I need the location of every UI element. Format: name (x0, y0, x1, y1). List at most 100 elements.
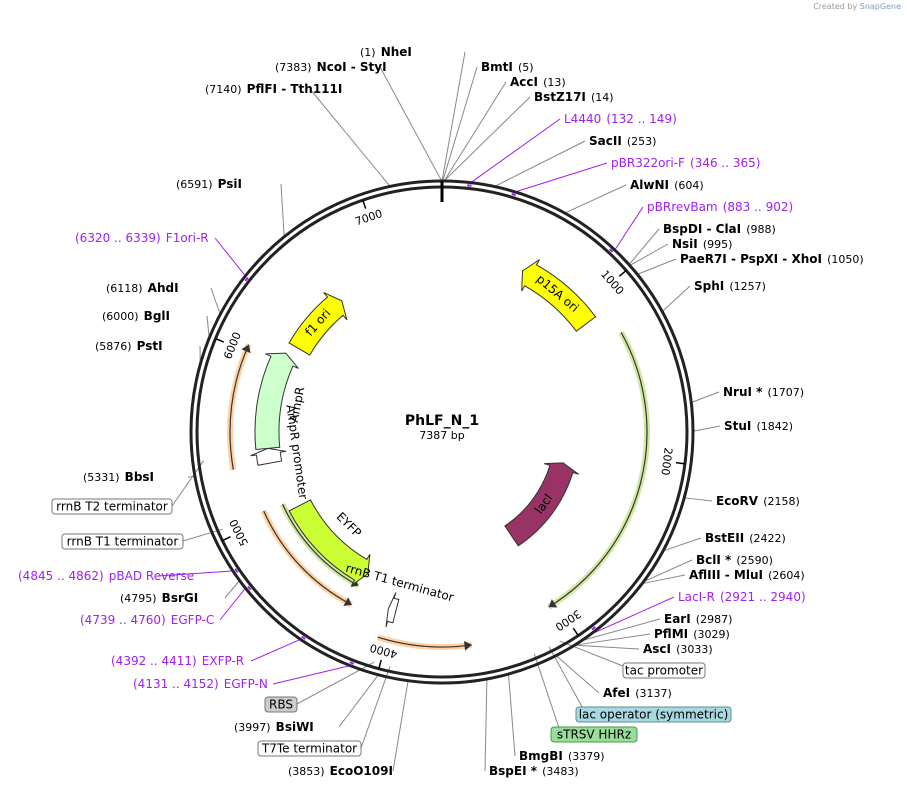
site-leader-line (565, 184, 627, 213)
primer-binding-mark (608, 248, 614, 253)
ruler-tick-label: 5000 (227, 517, 251, 548)
feature-arrow (521, 259, 597, 332)
feature-callout-label: rrnB T1 terminator (67, 535, 179, 549)
site-leader-line (442, 66, 478, 181)
restriction-site-label: AfeI (3137) (603, 682, 672, 701)
feature-leader-line (548, 646, 587, 715)
site-leader-line (645, 559, 693, 582)
ruler-tick-label: 7000 (353, 207, 384, 228)
site-leader-line (662, 285, 691, 312)
restriction-site-label: (5876) PstI (95, 335, 163, 354)
primer-leader-line (516, 162, 608, 192)
orf-arc (376, 634, 473, 650)
site-leader-line (484, 679, 488, 772)
primer-binding-mark (244, 277, 249, 282)
feature-label: EYFP (334, 509, 364, 539)
feature-leader-line (182, 528, 223, 542)
feature-callout-label: sTRSV HHRz (557, 728, 631, 742)
ruler-tick-label: 3000 (553, 607, 583, 633)
feature-arrow (250, 447, 287, 466)
created-by-text: Created by (813, 2, 858, 11)
site-labels: (1) NheI(7383) NcoI - StyI (7140) PflFI -… (18, 41, 864, 779)
feature-arrow (504, 462, 579, 547)
primer-label: (4392 .. 4411) EXFP-R (111, 650, 244, 669)
restriction-site-label: (5331) BbsI (83, 466, 154, 485)
site-leader-line (392, 681, 409, 772)
primer-label: L4440 (132 .. 149) (564, 108, 677, 127)
orf-arc-line (282, 503, 359, 587)
site-leader-line (338, 675, 379, 728)
ruler-tick (378, 659, 382, 669)
restriction-site-label: (1) NheI (360, 41, 412, 60)
feature-leader-line (559, 640, 634, 671)
site-leader-line (584, 618, 661, 641)
ruler-tick (215, 337, 225, 343)
restriction-site-label: EarI (2987) (664, 608, 732, 627)
primer-leader-line (157, 570, 232, 577)
ruler-tick-label: 6000 (221, 330, 244, 361)
plasmid-name: PhLF_N_1 (405, 413, 479, 429)
feature-arrow (385, 592, 400, 628)
restriction-site-label: EcoRV (2158) (716, 490, 800, 509)
site-leader-line (576, 644, 640, 650)
site-leader-line (444, 81, 507, 181)
restriction-site-label: AscI (3033) (643, 638, 713, 657)
site-leader-line (210, 287, 221, 314)
feature-callout-box (51, 498, 173, 515)
orf-arc-line (229, 344, 250, 470)
primer-label: LacI-R (2921 .. 2940) (678, 586, 806, 605)
orf-arrowhead (343, 597, 352, 606)
restriction-site-label: (7140) PflFI - Tth111I (205, 78, 342, 97)
site-leader-line (556, 655, 600, 694)
site-leader-line (685, 497, 713, 502)
restriction-site-label: AflIII - MluI (2604) (689, 564, 805, 583)
feature-arrow (288, 291, 348, 356)
primer-binding-mark (234, 568, 239, 573)
ruler-tick (572, 627, 579, 637)
site-leader-line (629, 228, 660, 265)
restriction-site-label: AlwNI (604) (630, 174, 704, 193)
restriction-site-label: StuI (1842) (724, 415, 793, 434)
site-leader-line (638, 258, 677, 275)
primer-leader-line (471, 118, 561, 183)
site-leader-line (508, 674, 516, 757)
ruler-tick (362, 199, 367, 209)
restriction-site-label: (6000) BglI (102, 305, 170, 324)
ruler-tick-label: 1000 (598, 268, 626, 298)
restriction-site-label: BstZ17I (14) (534, 86, 614, 105)
orf-arrowhead (548, 599, 558, 608)
orf-arrowhead (464, 640, 472, 651)
label-leader-lines (157, 51, 721, 772)
feature-callout-box (61, 533, 184, 550)
restriction-site-label: SphI (1257) (694, 275, 766, 294)
primer-binding-mark (349, 661, 355, 665)
restriction-site-label: BmgBI (3379) (519, 745, 605, 764)
restriction-site-label: BspDI - ClaI (988) (663, 218, 776, 237)
feature-callout-box (575, 706, 732, 723)
restriction-site-label: BstEII (2422) (705, 527, 786, 546)
orf-arc-line (377, 636, 472, 648)
restriction-site-label: (4795) BsrGI (120, 587, 198, 606)
restriction-site-label: (3853) EcoO109I (288, 760, 393, 779)
restriction-site-label: (7383) NcoI - StyI (275, 56, 387, 75)
primer-label: (4739 .. 4760) EGFP-C (80, 609, 214, 628)
feature-leader-line (360, 666, 391, 749)
site-leader-line (664, 537, 702, 551)
orf-arc (227, 343, 252, 471)
primer-binding-mark (247, 585, 252, 591)
restriction-site-label: BmtI (5) (481, 56, 534, 75)
restriction-site-label: SacII (253) (589, 130, 656, 149)
feature-leader-line (296, 661, 375, 705)
restriction-site-label: (6591) PsiI (176, 173, 242, 192)
primer-binding-mark (591, 626, 596, 631)
restriction-site-label: PaeR7I - PspXI - XhoI (1050) (680, 248, 864, 267)
primer-leader-line (250, 639, 300, 662)
primer-label: pBR322ori-F (346 .. 365) (611, 152, 760, 171)
primer-label: (4131 .. 4152) EGFP-N (133, 673, 268, 692)
site-leader-line (444, 96, 531, 181)
restriction-site-label: (6118) AhdI (106, 277, 179, 296)
feature-callout-label: rrnB T2 terminator (56, 500, 168, 514)
site-leader-line (693, 425, 721, 432)
orf-arrowhead (241, 344, 251, 354)
